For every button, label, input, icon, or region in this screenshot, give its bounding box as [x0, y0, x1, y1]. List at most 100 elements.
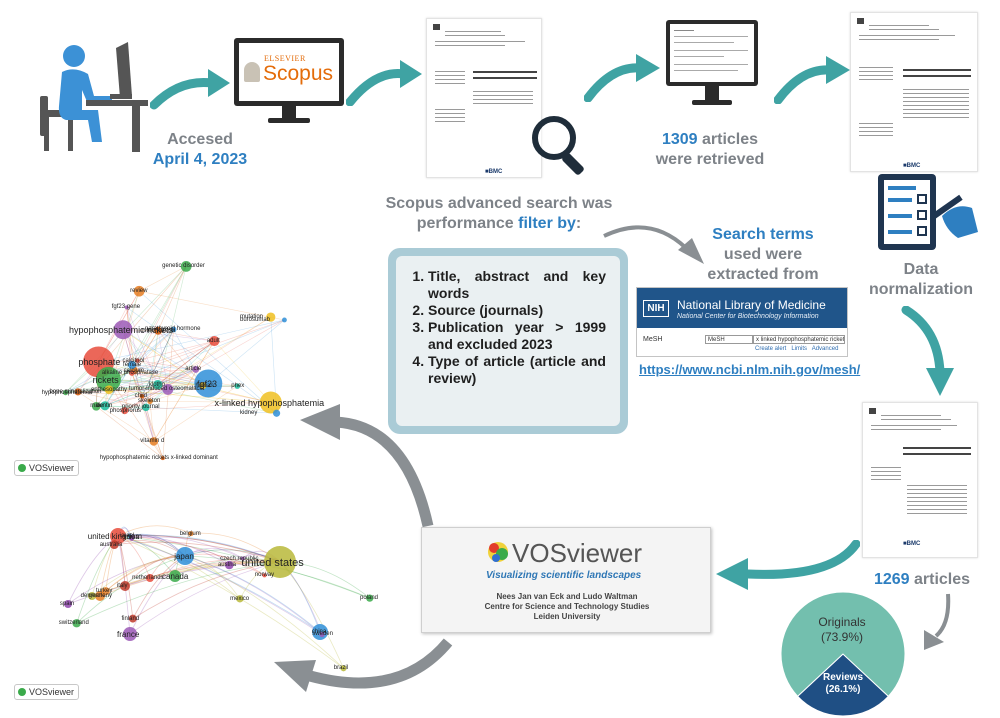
keyword-link [137, 266, 187, 361]
country-link [67, 555, 186, 605]
create-alert-link[interactable]: Create alert [755, 346, 787, 352]
nih-badge: NIH [643, 300, 669, 317]
keyword-node [95, 366, 121, 392]
keyword-link [157, 266, 187, 331]
mesh-links: Create alert Limits Advanced [755, 346, 838, 352]
keyword-link [123, 329, 215, 342]
country-label: denmark [80, 593, 104, 599]
country-node [101, 587, 110, 596]
country-link [129, 534, 281, 563]
keyword-label: child [134, 393, 147, 400]
country-link [91, 561, 281, 597]
keyword-link [145, 330, 159, 408]
limits-link[interactable]: Limits [791, 346, 808, 352]
keyword-link [108, 340, 215, 380]
country-label: japan [174, 552, 194, 561]
arrow-to-search-terms [603, 225, 704, 264]
accessed-caption: Accesed April 4, 2023 [130, 130, 270, 170]
country-link [184, 555, 344, 669]
country-label: israel [119, 532, 135, 539]
country-link [114, 541, 281, 563]
keyword-link [145, 340, 215, 408]
mesh-db-select[interactable]: MeSH [705, 335, 753, 344]
keyword-link [131, 372, 164, 459]
pie-label-originals: Originals (73.9%) [800, 615, 884, 645]
keyword-label: phosphorus [109, 407, 142, 414]
vosviewer-logo-icon [488, 542, 508, 562]
country-node [366, 594, 374, 602]
country-link [117, 534, 243, 559]
criterion-item: Type of article (article and review) [428, 353, 606, 387]
country-label: brazil [333, 665, 349, 672]
advanced-link[interactable]: Advanced [811, 346, 839, 352]
country-node [128, 614, 137, 623]
keyword-nodes [62, 260, 287, 461]
keyword-node [149, 437, 159, 446]
keyword-link [126, 307, 159, 385]
keyword-label: mutation [240, 314, 264, 321]
keyword-link [65, 383, 209, 393]
keyword-node [234, 383, 241, 389]
accessed-label: Accesed [167, 131, 233, 148]
keyword-link [96, 369, 196, 407]
keyword-link [124, 369, 196, 411]
keyword-label: calcium [123, 367, 144, 374]
normalization-caption: Data normalization [846, 260, 996, 300]
keyword-node [160, 456, 165, 461]
country-node [146, 574, 154, 582]
keyword-node [124, 305, 129, 310]
keyword-label: bone mineralization [49, 388, 102, 395]
country-node [340, 665, 347, 672]
vosviewer-title: VOSviewer [512, 538, 643, 568]
keyword-link [126, 307, 135, 371]
keyword-label: tumor-induced osteomalacia [128, 386, 205, 393]
country-label: mexico [230, 595, 250, 602]
magnifier-icon [532, 116, 584, 175]
country-link [117, 535, 323, 635]
keyword-cooccurrence-map [62, 260, 287, 461]
keyword-node [282, 317, 287, 323]
keyword-node [133, 285, 145, 297]
keyword-link [65, 389, 168, 393]
keyword-link [104, 405, 146, 408]
keyword-link [141, 329, 174, 397]
pie-label-reviews: Reviews (26.1%) [808, 672, 878, 696]
keyword-link [133, 330, 159, 371]
mesh-search-input[interactable]: x linked hypophosphatemic rickets [753, 335, 845, 344]
keyword-link [126, 307, 277, 414]
keyword-link [124, 389, 169, 411]
country-node [264, 546, 296, 578]
flow-arrow-4 [774, 56, 850, 104]
keyword-link [157, 330, 169, 390]
keyword-link [208, 319, 285, 384]
keyword-node [192, 365, 200, 373]
country-link [124, 560, 281, 587]
search-article-page: ■BMC [426, 18, 542, 178]
keyword-link [131, 364, 203, 386]
keyword-link [141, 329, 174, 397]
reviews-pct: (26.1%) [825, 684, 861, 695]
keyword-label: skeleton [138, 398, 161, 405]
country-label: united kingdom [87, 532, 143, 541]
country-link [91, 555, 186, 597]
country-label: korea [123, 535, 139, 542]
bmc-logo-3: ■BMC [903, 541, 921, 547]
flow-arrow-3 [584, 54, 660, 102]
article-type-pie [780, 591, 906, 717]
retrieved-caption: 1309 articles were retrieved [640, 130, 780, 170]
country-node [88, 592, 96, 600]
arrow-to-keyword-map [300, 404, 434, 528]
search-caption: Scopus advanced search was performance f… [376, 194, 622, 234]
keyword-watermark-text: VOSviewer [29, 463, 75, 473]
keyword-label: review [130, 288, 148, 295]
nih-header [637, 288, 847, 328]
mesh-url-link[interactable]: https://www.ncbi.nlm.nih.gov/mesh/ [639, 362, 861, 377]
keyword-link [157, 266, 187, 385]
country-node [225, 560, 234, 570]
keyword-link [150, 400, 271, 403]
keyword-link [77, 391, 146, 408]
keyword-link [131, 330, 159, 374]
retrieved-suffix: articles [697, 131, 759, 148]
keyword-link [108, 369, 196, 390]
